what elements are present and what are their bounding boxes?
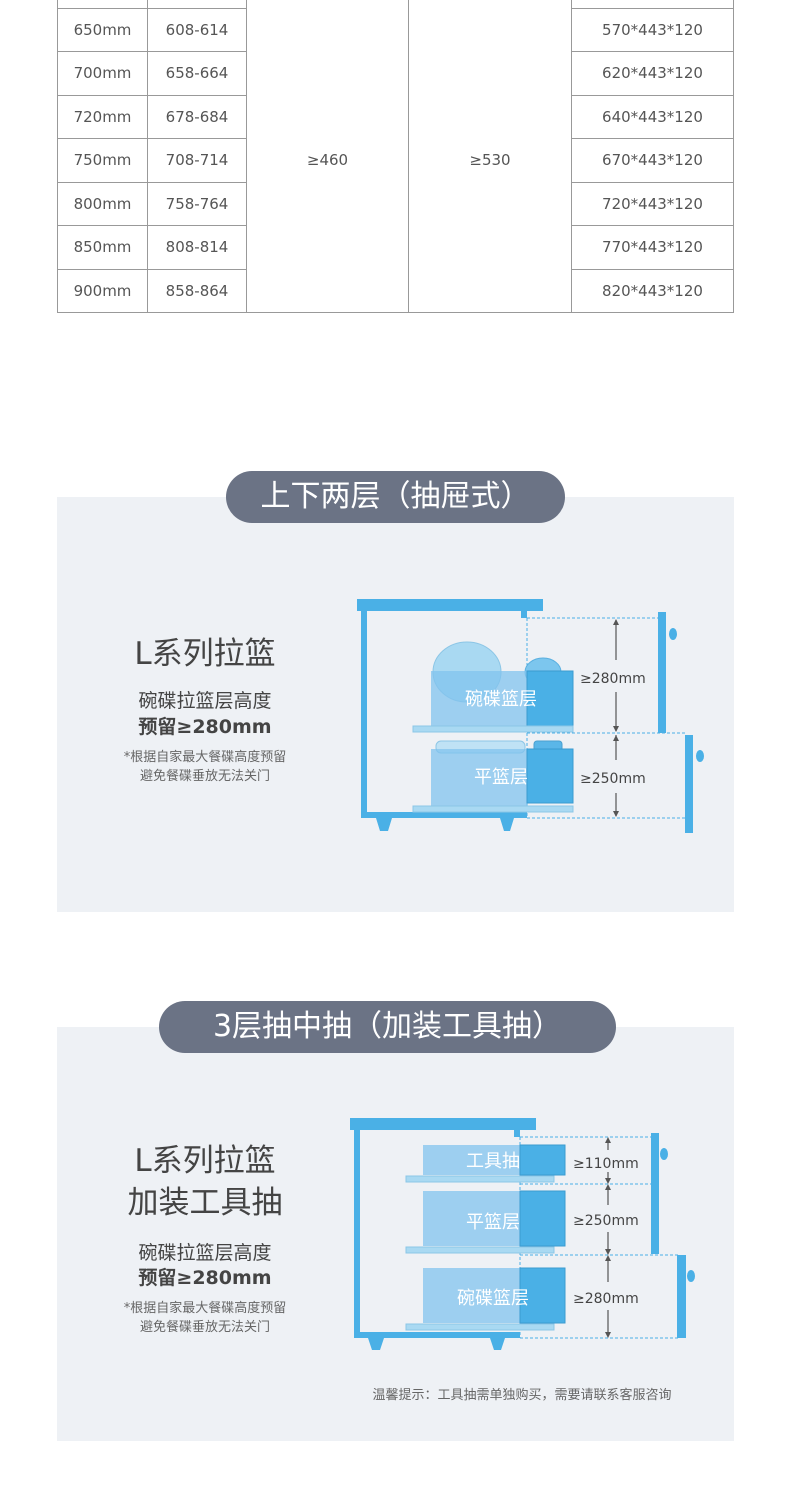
section1-line1: 碗碟拉篮层高度	[138, 690, 272, 712]
table-cell: 658-664	[147, 51, 247, 96]
section2-panel	[57, 1027, 734, 1441]
door-knob	[669, 628, 677, 640]
section1-panel	[57, 497, 734, 912]
door-knob	[687, 1270, 695, 1282]
table-cell: 708-714	[147, 138, 247, 183]
door-knob	[696, 750, 704, 762]
diagram-three-layer: 工具抽 平篮层 碗碟篮层 ≥110mm ≥250mm ≥280mm	[350, 1118, 695, 1350]
section1-line2: 预留≥280mm	[138, 716, 272, 738]
section2-note2: 避免餐碟垂放无法关门	[139, 1320, 270, 1335]
dim-label: ≥250mm	[580, 771, 646, 787]
basket-label-flat: 平篮层	[466, 1212, 520, 1233]
section2-heading1: L系列拉篮	[134, 1143, 276, 1179]
diagram-two-layer: 碗碟篮层 平篮层 ≥280mm ≥250mm	[357, 599, 704, 833]
table-cell: 808-814	[147, 225, 247, 270]
table-cell: 700mm	[57, 51, 148, 96]
section2-tip: 温馨提示：工具抽需单独购买，需要请联系客服咨询	[372, 1388, 672, 1403]
section1-title: 上下两层（抽屉式）	[226, 471, 565, 523]
table-cell: 650mm	[57, 7, 148, 52]
dim-label: ≥280mm	[580, 671, 646, 687]
section2-heading2: 加装工具抽	[127, 1185, 283, 1221]
basket-label-flat: 平篮层	[474, 767, 528, 788]
door	[651, 1133, 659, 1254]
table-cell: 820*443*120	[571, 268, 734, 313]
table-cell: 770*443*120	[571, 225, 734, 270]
table-cell: 570*443*120	[571, 7, 734, 52]
table-cell: 640*443*120	[571, 94, 734, 139]
table-cell: 900mm	[57, 268, 148, 313]
table-cell: 720mm	[57, 94, 148, 139]
section1-note2: 避免餐碟垂放无法关门	[139, 769, 270, 784]
dim-label: ≥250mm	[573, 1213, 639, 1229]
section2-title: 3层抽中抽（加装工具抽）	[159, 1001, 616, 1053]
dim-label: ≥280mm	[573, 1291, 639, 1307]
basket-label-dish: 碗碟篮层	[465, 689, 537, 710]
basket-label-tool: 工具抽	[466, 1151, 520, 1172]
table-cell: 800mm	[57, 181, 148, 226]
door	[677, 1255, 686, 1338]
section1-heading: L系列拉篮	[134, 636, 276, 672]
table-cell: 758-764	[147, 181, 247, 226]
section1-note1: *根据自家最大餐碟高度预留	[123, 750, 287, 765]
section2-line2: 预留≥280mm	[138, 1267, 272, 1289]
table-cell: ≥530	[408, 8, 572, 313]
table-cell: ≥460	[246, 8, 409, 313]
section2-line1: 碗碟拉篮层高度	[138, 1242, 272, 1264]
door	[685, 735, 693, 833]
door	[658, 612, 666, 733]
table-cell: 620*443*120	[571, 51, 734, 96]
table-cell: 720*443*120	[571, 181, 734, 226]
dim-label: ≥110mm	[573, 1156, 639, 1172]
table-cell: 858-864	[147, 268, 247, 313]
table-cell: 750mm	[57, 138, 148, 183]
section2-note1: *根据自家最大餐碟高度预留	[123, 1301, 287, 1316]
basket-label-dish: 碗碟篮层	[457, 1288, 529, 1309]
door-knob	[660, 1148, 668, 1160]
